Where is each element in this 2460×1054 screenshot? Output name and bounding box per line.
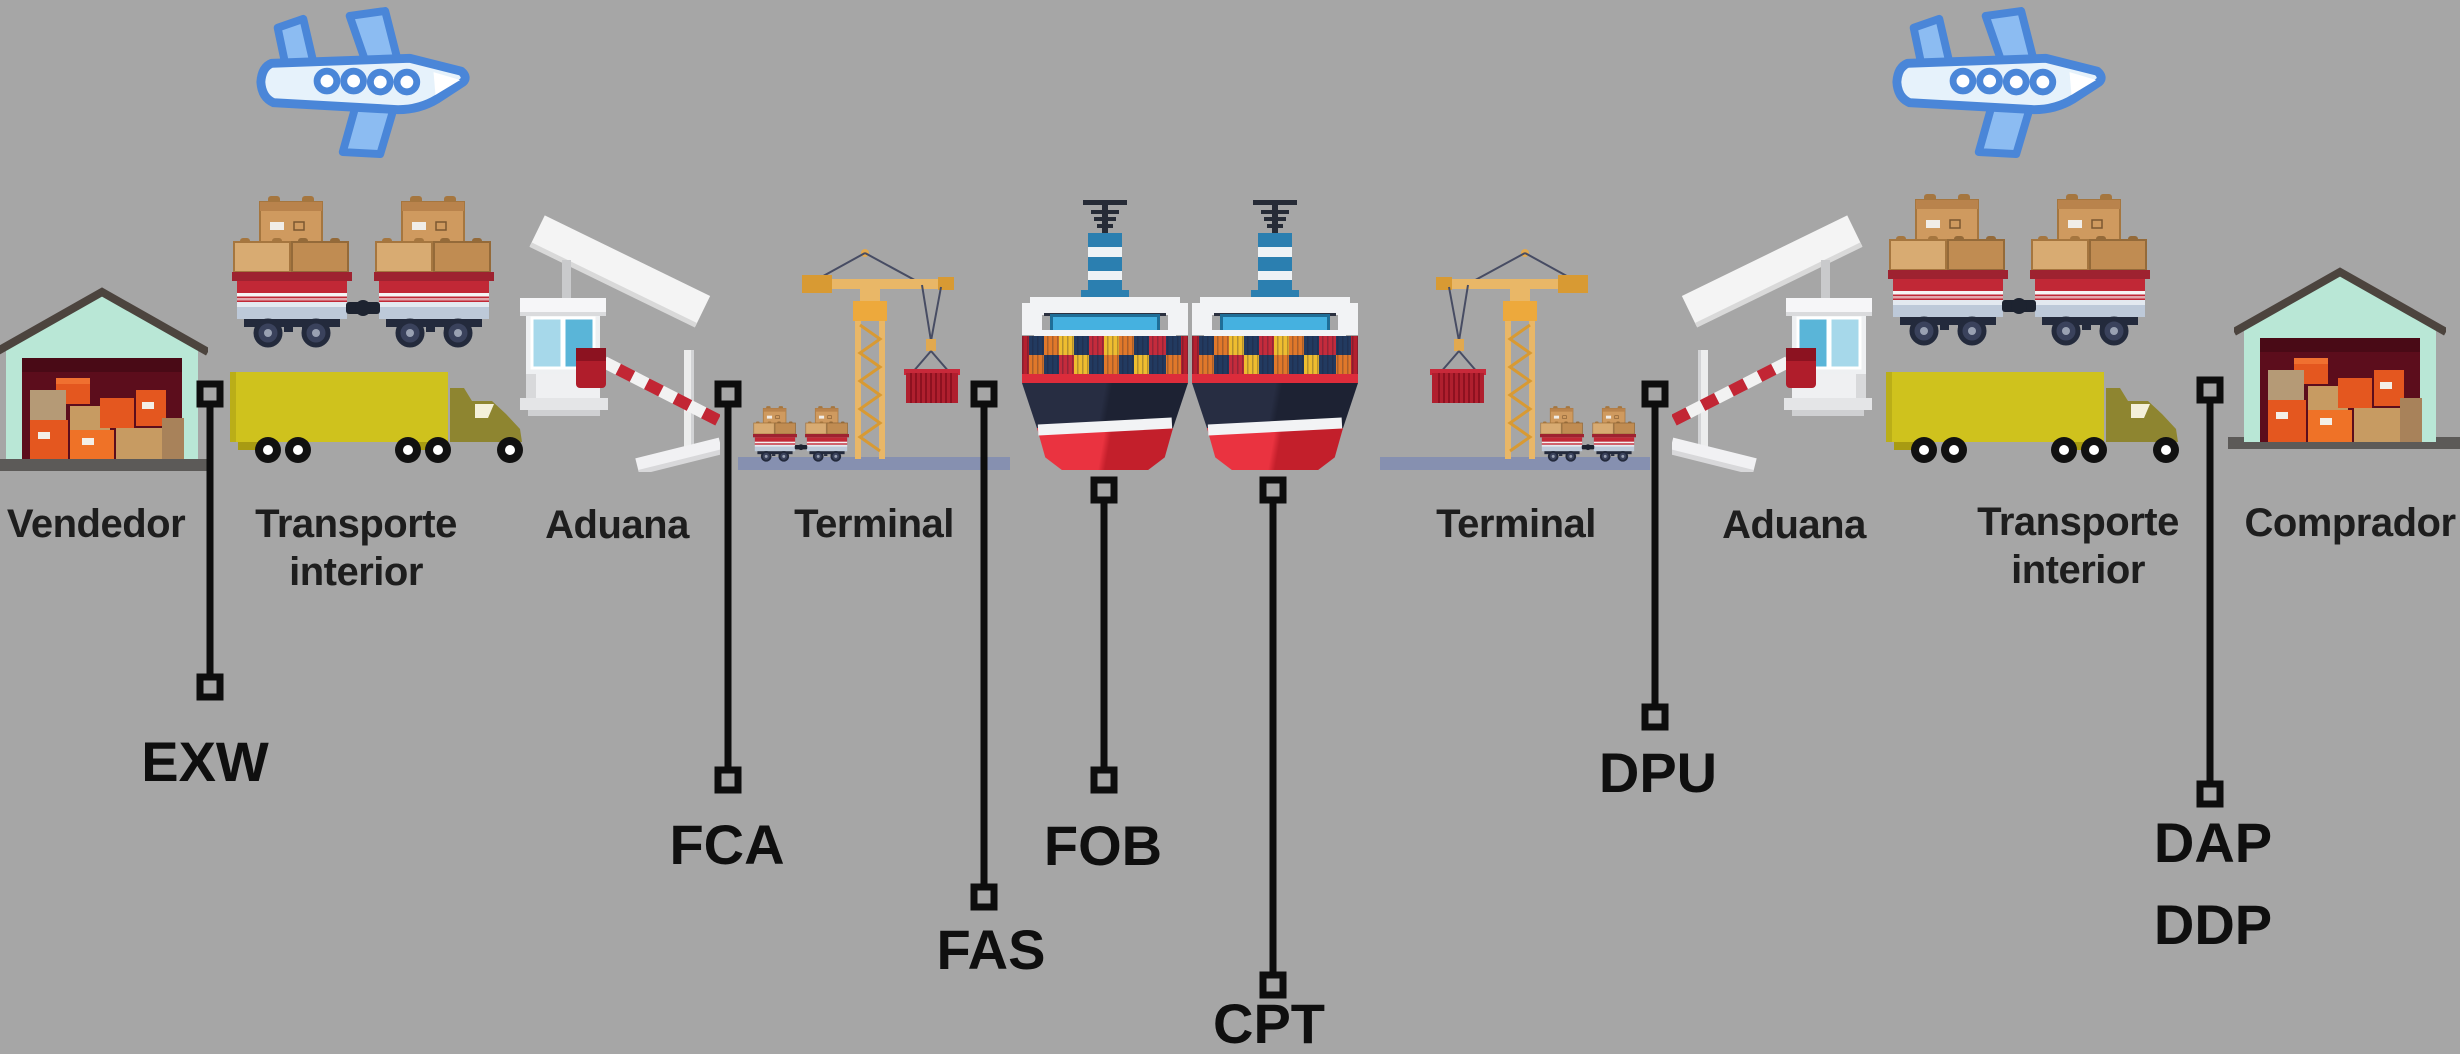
connector-line [1651,407,1659,704]
connector-line [1100,503,1108,767]
truck-icon [230,372,523,463]
incoterm-dpu-label: DPU [1598,741,1718,804]
ground-strip [0,459,207,471]
station-label-terminal-left: Terminal [794,502,954,546]
warehouse-icon [2234,266,2446,450]
station-label-aduana-left: Aduana [545,503,689,547]
station-label-aduana-right: Aduana [1722,503,1866,547]
freight-train-icon [1540,406,1636,462]
container-ship-icon [1192,200,1358,470]
connector-line [980,407,988,884]
dock-platform [1380,457,1650,470]
label-line: interior [289,550,423,594]
station-label-vendedor: Vendedor [6,502,186,546]
truck-icon [1886,372,2179,463]
marker-square [970,883,998,911]
incoterm-fob-label: FOB [1043,814,1163,877]
incoterm-dap-label: DAP [2153,811,2273,874]
connector-line [206,407,214,674]
incoterm-fas-label: FAS [936,918,1046,981]
marker-square [2196,780,2224,808]
marker-square [2196,376,2224,404]
connector-line [2206,403,2214,781]
marker-square [196,380,224,408]
station-label-transporte-interior-left: Transporte interior [255,500,457,596]
label-line: interior [2011,548,2145,592]
airplane-icon [1886,4,2108,162]
station-label-transporte-interior-right: Transporte interior [1977,498,2179,594]
label-line: Transporte [255,502,457,546]
dock-platform [738,457,1010,470]
station-label-terminal-right: Terminal [1436,502,1596,546]
marker-square [1090,766,1118,794]
marker-square [1259,971,1287,999]
freight-train-icon [753,406,849,462]
freight-train-icon [232,196,494,348]
container-ship-icon [1022,200,1188,470]
marker-square [970,380,998,408]
marker-square [1090,476,1118,504]
marker-square [1641,380,1669,408]
marker-square [1259,476,1287,504]
marker-square [196,673,224,701]
connector-line [1269,503,1277,972]
connector-line [724,407,732,767]
incoterm-fca-label: FCA [669,813,785,876]
warehouse-icon [0,286,208,470]
airplane-icon [250,4,472,162]
station-label-comprador: Comprador [2244,501,2456,545]
marker-square [714,766,742,794]
marker-square [714,380,742,408]
customs-gate-icon [520,213,720,472]
incoterm-cpt-label: CPT [1213,992,1325,1054]
label-line: Transporte [1977,500,2179,544]
customs-gate-icon [1672,213,1872,472]
incoterm-ddp-label: DDP [2153,893,2273,956]
freight-train-icon [1888,194,2150,346]
incoterm-exw-label: EXW [141,730,269,793]
marker-square [1641,703,1669,731]
